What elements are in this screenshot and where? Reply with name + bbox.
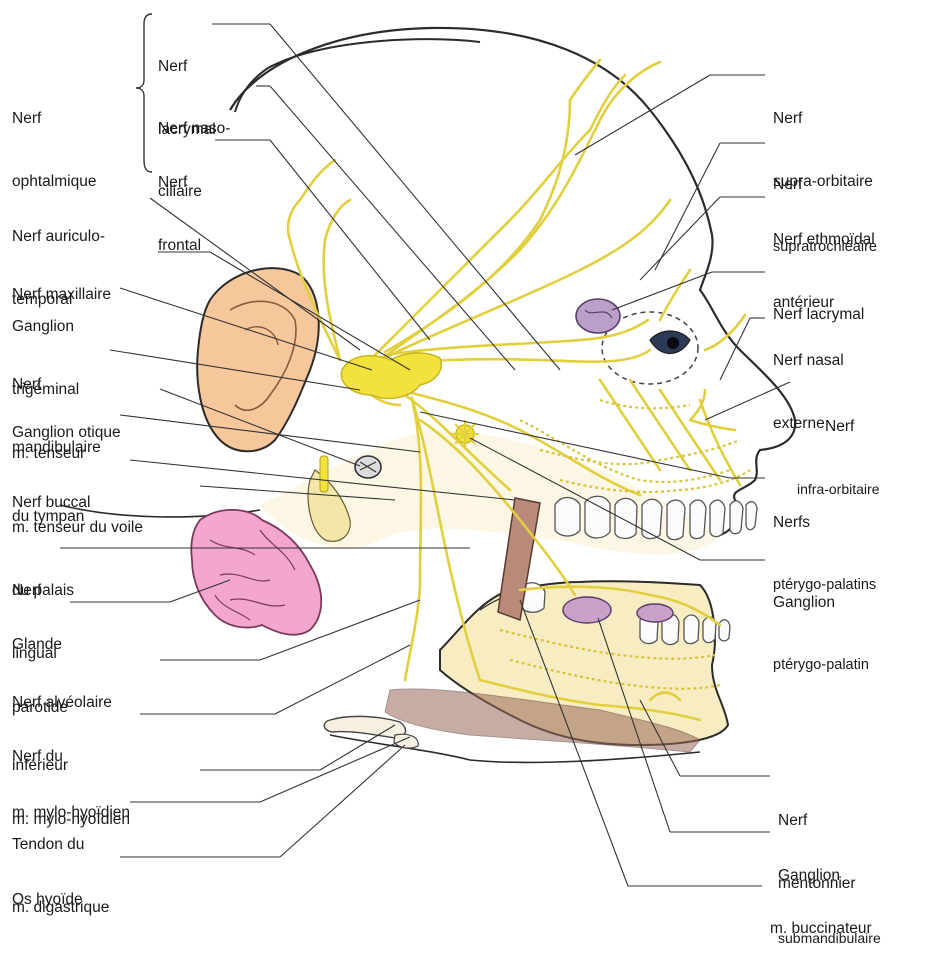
label-ganglion-pterygo-palatin: Ganglion ptérygo-palatin (773, 550, 869, 697)
styloid-process (320, 456, 328, 492)
otic-ganglion (355, 456, 381, 478)
ophthalmic-bracket (136, 14, 152, 172)
label-line: Nerf (158, 56, 216, 77)
label-line: frontal (158, 235, 201, 256)
label-line: Nerf (12, 108, 96, 129)
upper-teeth (555, 496, 757, 539)
label-line: Nerf ethmoïdal (773, 229, 875, 250)
label-line: Nerf (773, 108, 873, 129)
label-line: Os hyoïde (12, 889, 83, 910)
label-os-hyoide: Os hyoïde (12, 847, 83, 931)
label-nerf-frontal: Nerf frontal (158, 130, 201, 277)
lacrimal-gland (576, 299, 620, 333)
label-line: m. buccinateur (770, 918, 872, 939)
ear (197, 268, 319, 451)
label-line: Nerf (797, 416, 879, 437)
label-line: ptérygo-palatin (773, 655, 869, 676)
label-line: Nerf nasal (773, 350, 844, 371)
label-line: m. tenseur du voile (12, 517, 143, 538)
label-line: Nerfs (773, 512, 876, 533)
cranium-top (235, 39, 480, 112)
label-line: Nerf (158, 172, 201, 193)
trigeminal-ganglion (341, 353, 441, 399)
label-m-buccinateur: m. buccinateur (770, 876, 872, 960)
label-line: Ganglion (773, 592, 869, 613)
